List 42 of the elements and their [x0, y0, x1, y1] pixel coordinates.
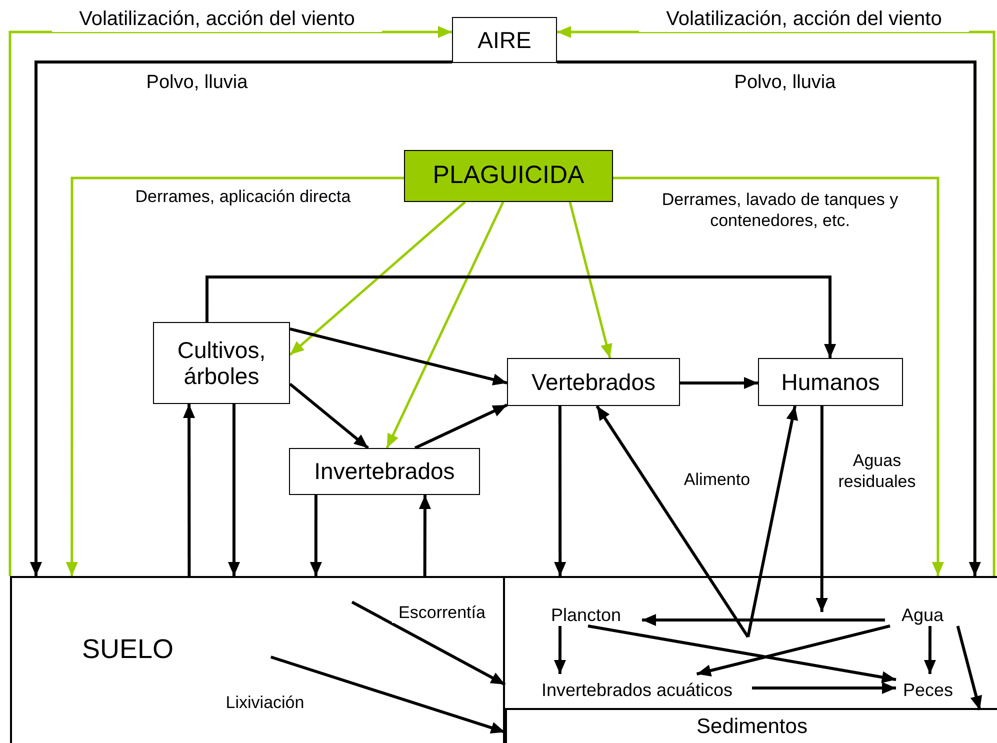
arrow: [746, 406, 798, 638]
arrow: [290, 328, 508, 386]
arrow: [680, 376, 758, 389]
arrow: [596, 405, 750, 638]
arrow: [588, 624, 896, 684]
arrow: [270, 656, 506, 734]
edge-label: Volatilización, acción del viento: [52, 7, 382, 32]
arrow: [816, 406, 828, 612]
process-box: Vertebrados: [507, 358, 680, 406]
process-box: AIRE: [452, 17, 557, 63]
sediment-band: Sedimentos: [505, 710, 997, 743]
arrow: [183, 404, 196, 576]
arrow: [613, 176, 944, 576]
arrow: [568, 202, 612, 358]
source-box: PLAGUICIDA: [404, 150, 613, 202]
text-label: Invertebrados acuáticos: [522, 676, 752, 704]
arrow: [956, 626, 982, 710]
arrow: [696, 624, 890, 676]
text-label: Peces: [896, 676, 960, 704]
arrow: [418, 495, 431, 576]
arrow: [554, 406, 566, 576]
arrow: [228, 404, 240, 576]
process-box: Invertebrados: [289, 448, 480, 495]
arrow: [205, 276, 836, 358]
region-label: SUELO: [82, 636, 174, 663]
arrow: [386, 201, 504, 449]
arrow: [289, 201, 466, 356]
process-box: Cultivos, árboles: [153, 322, 290, 404]
text-label: Plancton: [530, 602, 642, 628]
arrow: [310, 495, 322, 576]
arrow: [66, 176, 404, 576]
arrow: [289, 382, 370, 450]
process-box: Humanos: [758, 358, 903, 406]
arrow: [924, 626, 936, 674]
arrow: [642, 614, 885, 626]
water-region: [505, 576, 997, 710]
arrow: [414, 404, 508, 450]
edge-label: Volatilización, acción del viento: [639, 7, 969, 32]
arrow: [351, 600, 506, 686]
arrow: [554, 626, 566, 674]
arrow: [752, 682, 896, 694]
text-label: Agua: [885, 602, 960, 628]
